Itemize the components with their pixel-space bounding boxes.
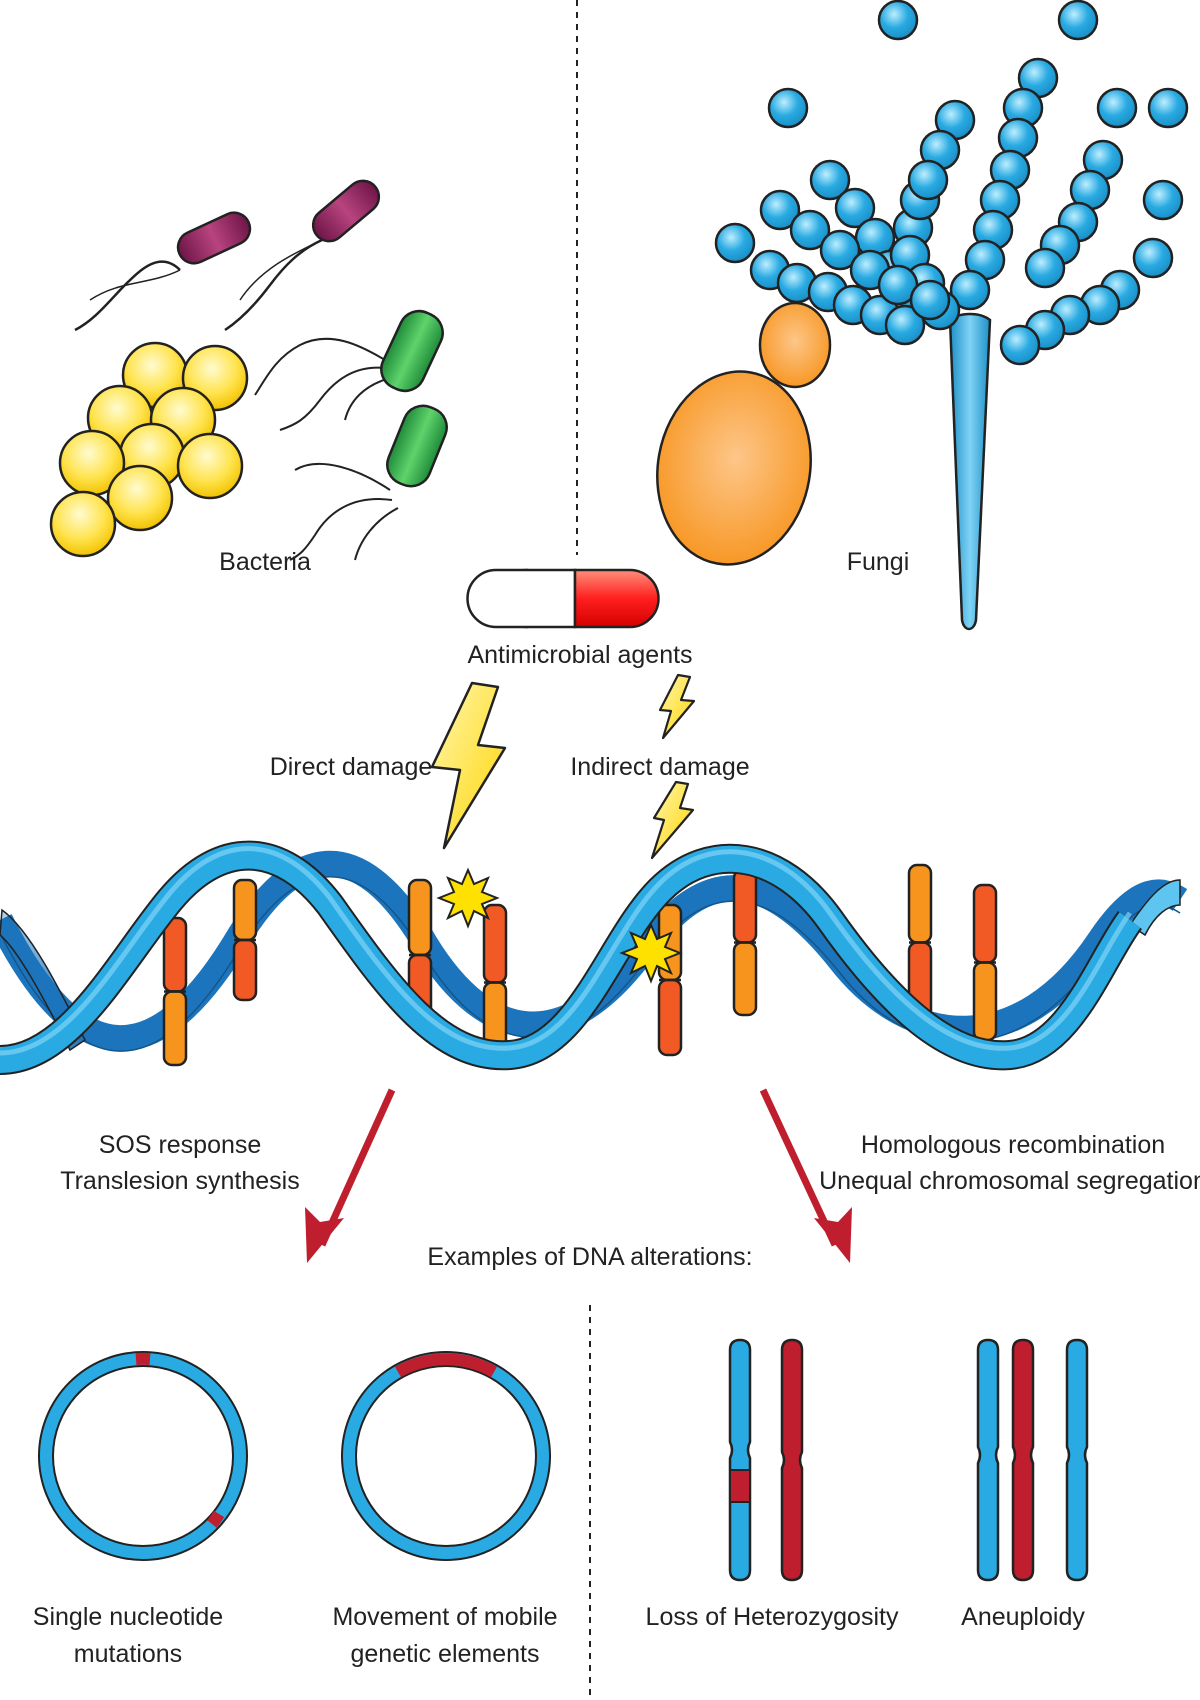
purple-rod-bacterium-1-icon [74,211,252,332]
mobile-elements-label-line2: genetic elements [350,1640,539,1668]
indirect-damage-label: Indirect damage [570,753,749,781]
spore-icon [767,87,809,129]
single-nucleotide-label-line1: Single nucleotide [33,1603,223,1631]
spore-icon [1024,247,1066,289]
spore-icon [907,159,949,201]
green-rod-bacterium-2-icon [289,404,448,561]
yeast-cell-large-icon [656,370,812,566]
yeast-bud-icon [758,301,832,389]
damage-star-direct-icon [436,867,500,929]
antimicrobial-pill-icon [466,568,660,629]
sos-pathway-arrow-icon [305,1088,396,1263]
spore-icon [884,304,926,346]
direct-damage-label: Direct damage [270,753,433,781]
spore-icon [789,209,831,251]
sos-response-label: SOS response [99,1131,262,1159]
indirect-damage-bolt-lower-icon [650,780,695,860]
loh-label: Loss of Heterozygosity [646,1603,899,1631]
spore-icon [1057,0,1099,41]
spore-chains-icon [714,0,1189,366]
spore-icon [759,189,801,231]
base-pair [232,878,258,1002]
spore-icon [1132,237,1174,279]
base-pair [162,916,188,1067]
spore-icon [909,279,951,321]
spore-icon [834,187,876,229]
spore-icon [1096,87,1138,129]
fungi-illustration [656,0,1189,631]
homologous-recombination-label: Homologous recombination [861,1131,1165,1159]
fungi-label: Fungi [847,548,910,576]
chromosome-icons [728,1338,1089,1582]
green-rod-bacterium-1-icon [254,309,444,431]
aneuploidy-label: Aneuploidy [961,1603,1085,1631]
bacteria-illustration [49,179,448,561]
recombination-pathway-arrow-icon [759,1088,852,1263]
spore-icon [714,222,756,264]
base-pair [972,883,998,1042]
spore-icon [949,269,991,311]
single-nucleotide-label-line2: mutations [74,1640,182,1668]
dna-right-end [1128,879,1181,937]
chromosome-icon [1065,1338,1089,1582]
conidiophore-stem-icon [948,312,992,631]
purple-rod-bacterium-2-icon [224,179,381,332]
spore-icon [1147,87,1189,129]
antimicrobial-agents-label: Antimicrobial agents [467,641,692,669]
chromosome-icon [1011,1338,1035,1582]
indirect-damage-bolt-upper-icon [658,673,696,740]
base-pair [657,903,683,1057]
chromosome-icon [976,1338,1000,1582]
bacteria-label: Bacteria [219,548,311,576]
spore-icon [877,0,919,41]
base-pair [482,903,508,1062]
mobile-elements-label-line1: Movement of mobile [332,1603,557,1631]
direct-damage-bolt-icon [430,681,507,850]
unequal-segregation-label: Unequal chromosomal segregation [819,1167,1200,1195]
base-pair [732,868,758,1017]
dna-alterations-heading: Examples of DNA alterations: [427,1243,752,1271]
chromosome-icon [780,1338,804,1582]
translesion-synthesis-label: Translesion synthesis [60,1167,299,1195]
dna-double-helix [0,840,1188,1075]
spore-icon [999,324,1041,366]
spore-icon [1142,179,1184,221]
plasmid-mobile-element-icon [341,1351,551,1561]
spore-icon [819,229,861,271]
dna-base-pairs [162,863,998,1067]
plasmid-point-mutation-icon [38,1351,248,1561]
spore-icon [809,159,851,201]
cocci-cluster-icon [49,341,249,558]
damage-star-indirect-icon [619,922,683,984]
chromosome-icon [728,1338,752,1582]
